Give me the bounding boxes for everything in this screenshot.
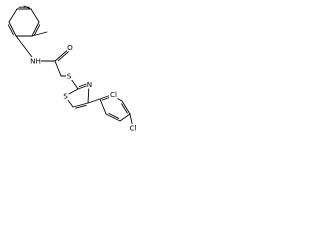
bonds-group	[7, 5, 134, 129]
bond-p4-p5	[119, 113, 131, 122]
atom-nh: NH	[30, 57, 41, 66]
atom-n-ring: N	[86, 80, 93, 89]
bond-t4-p1	[87, 98, 101, 104]
bond-p5-p6	[105, 113, 121, 122]
bond-a3-n	[15, 35, 36, 62]
bond-p6-p1	[99, 98, 107, 115]
bond-nR-t2-inner	[78, 83, 88, 88]
atom-s-ring: S	[62, 92, 69, 101]
bond-c1-c2	[54, 60, 62, 77]
bond-a4-me2	[31, 31, 48, 37]
bond-a4-a5	[31, 21, 40, 37]
bond-a2-a3-inner	[7, 24, 14, 36]
bond-a5-a6	[30, 8, 40, 23]
bond-a4-a5-inner	[34, 24, 41, 36]
atom-label-n-ring: N	[87, 80, 92, 89]
bond-a6-me4	[23, 5, 32, 10]
atom-label-o: O	[67, 43, 73, 52]
atom-o: O	[67, 43, 73, 52]
atom-label-cl-para: Cl	[129, 124, 136, 133]
bond-p3-p4-inner	[121, 103, 128, 114]
bond-p5-p6-inner	[108, 112, 120, 119]
bond-t5-t4-inner	[75, 104, 87, 109]
atom-cl-para: Cl	[128, 124, 138, 133]
bond-p1-p2-inner	[101, 96, 111, 101]
bond-c1-o-inner	[57, 50, 70, 61]
bond-t5-t4	[72, 102, 89, 108]
bond-p3-p4	[121, 100, 131, 115]
atom-labels-group: NH O S S N Cl Cl	[30, 43, 138, 133]
bond-a2-a3	[8, 21, 17, 37]
atom-s-thioether: S	[66, 72, 72, 81]
atom-label-s-thioether: S	[67, 72, 72, 81]
atom-cl-ortho: Cl	[109, 90, 118, 99]
atom-label-s-ring: S	[63, 92, 68, 101]
atom-label-nh: NH	[30, 57, 41, 66]
atom-label-cl-ortho: Cl	[110, 90, 117, 99]
molecule-structure-diagram: NH O S S N Cl Cl	[7, 5, 138, 133]
bond-a1-a2	[8, 8, 18, 23]
